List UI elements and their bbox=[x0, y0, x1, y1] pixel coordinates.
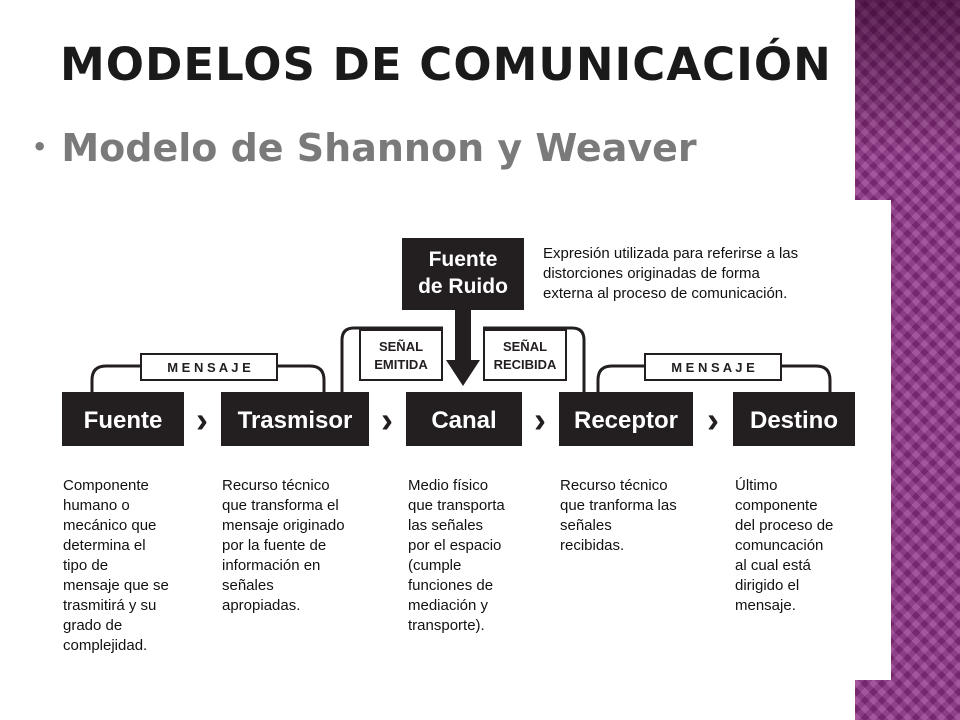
bullet-icon: • bbox=[32, 133, 48, 161]
noise-source-label-1: Fuente bbox=[429, 248, 498, 271]
signal-emitted-label-2: EMITIDA bbox=[374, 357, 428, 372]
chevron-right-icon: › bbox=[196, 399, 208, 440]
stage-box-fuente bbox=[62, 392, 184, 446]
message-label-left: M E N S A J E bbox=[167, 360, 251, 375]
chevron-right-icon: › bbox=[534, 399, 546, 440]
noise-arrow-shaft bbox=[455, 310, 471, 362]
stage-box-canal bbox=[406, 392, 522, 446]
subtitle-text: Modelo de Shannon y Weaver bbox=[61, 126, 697, 170]
chevron-right-icon: › bbox=[381, 399, 393, 440]
message-label-box-right bbox=[644, 353, 782, 381]
signal-emitted-label-1: SEÑAL bbox=[379, 339, 423, 354]
slide-subtitle: • Modelo de Shannon y Weaver bbox=[32, 126, 697, 170]
slide-title: MODELOS DE COMUNICACIÓN bbox=[60, 38, 832, 91]
chevron-right-icon: › bbox=[707, 399, 719, 440]
stage-label-trasmisor: Trasmisor bbox=[238, 407, 353, 434]
stage-description-canal: Medio físico que transporta las señales … bbox=[408, 477, 505, 634]
noise-arrow-head bbox=[446, 360, 480, 386]
signal-received-label-2: RECIBIDA bbox=[494, 357, 557, 372]
stage-description-fuente: Componente humano o mecánico que determi… bbox=[63, 477, 169, 654]
stage-box-trasmisor bbox=[221, 392, 369, 446]
signal-emitted-box bbox=[359, 329, 443, 381]
signal-received-label-1: SEÑAL bbox=[503, 339, 547, 354]
stage-description-trasmisor: Recurso técnico que transforma el mensaj… bbox=[222, 477, 345, 614]
signal-received-bracket bbox=[483, 326, 586, 392]
stage-description-receptor: Recurso técnico que tranforma las señale… bbox=[560, 477, 677, 554]
signal-emitted-bracket bbox=[340, 326, 443, 392]
stage-box-receptor bbox=[559, 392, 693, 446]
stage-box-destino bbox=[733, 392, 855, 446]
message-label-right: M E N S A J E bbox=[671, 360, 755, 375]
noise-source-box bbox=[402, 238, 524, 310]
stage-label-receptor: Receptor bbox=[574, 407, 678, 434]
noise-source-note: Expresión utilizada para referirse a las… bbox=[543, 245, 799, 302]
stage-label-fuente: Fuente bbox=[84, 407, 163, 434]
stage-description-destino: Último componente del proceso de comunca… bbox=[735, 477, 834, 614]
noise-source-label-2: de Ruido bbox=[418, 275, 508, 298]
side-panel-shade bbox=[855, 0, 960, 150]
signal-received-box bbox=[483, 329, 567, 381]
message-label-box-left bbox=[140, 353, 278, 381]
side-panel-white-strip bbox=[855, 200, 891, 680]
stage-label-canal: Canal bbox=[431, 407, 496, 434]
stage-label-destino: Destino bbox=[750, 407, 838, 434]
